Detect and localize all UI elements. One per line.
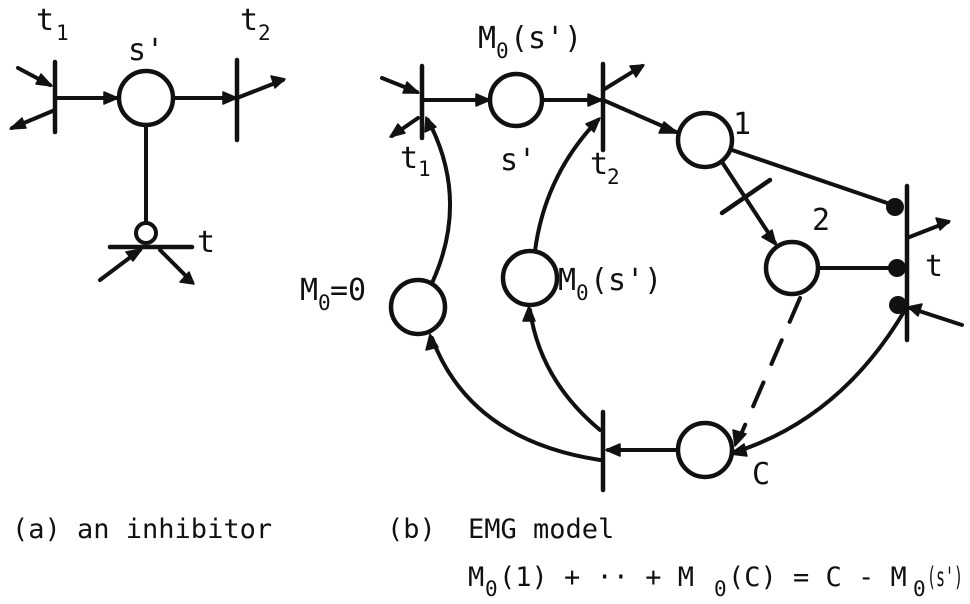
panel-b-t1-subscript: 1: [418, 157, 431, 181]
panel-b-place-2-label: 2: [812, 203, 830, 238]
panel-a-t-output-arrowhead: [179, 271, 195, 285]
panel-b-place-1: [675, 110, 735, 170]
equation-p1: M: [468, 562, 484, 593]
panel-b-t1-input-arrowhead: [402, 81, 420, 94]
panel-b-place1-to-place2-arrowhead: [761, 229, 777, 246]
panel-b-inhibitor-dot-1: [886, 198, 904, 216]
panel-b-s-to-t2-arrowhead: [587, 93, 603, 107]
equation-s1: 0: [485, 577, 498, 601]
equation-s3: 0: [913, 577, 926, 601]
panel-b-inhibitor-dot-3: [889, 296, 907, 314]
panel-a-s-prime-label: s': [128, 33, 164, 68]
panel-a-t2-label: t: [240, 3, 258, 38]
panel-b-t2-to-place1-arrowhead: [658, 121, 679, 134]
panel-a-inhibitor-circle: [134, 221, 158, 245]
panel-b-m0-mid-label: M: [558, 263, 576, 298]
panel-b-place-1-label: 1: [733, 107, 751, 142]
panel-b-place-2: [763, 239, 821, 297]
panel-a-t1-subscript: 1: [56, 21, 69, 45]
panel-a-t2-subscript: 2: [258, 21, 271, 45]
panel-a-t1-label: t: [36, 3, 54, 38]
panel-b-t-to-c-arc: [730, 308, 907, 455]
caption-b-label: (b): [387, 514, 436, 545]
equation-s2: 0: [714, 577, 727, 601]
panel-b-t2-label: t: [590, 147, 608, 182]
panel-b-m0-zero-val: =0: [330, 273, 366, 308]
panel-b-m0-zero-sub: 0: [318, 291, 331, 315]
panel-b-t1-label: t: [400, 141, 418, 176]
panel-b-place1-to-place2-arc: [720, 160, 777, 245]
panel-b-dashed-arc: [740, 296, 802, 434]
panel-b-place-m0-s-prime: [500, 248, 560, 308]
panel-a-t1-input-arrowhead: [35, 73, 53, 87]
panel-b-place-s-prime: [487, 71, 545, 129]
panel-a-t-input-arrowhead: [125, 248, 143, 262]
panel-b-left-to-t1-arc: [426, 118, 452, 285]
panel-a-t1-output-arrowhead: [9, 117, 27, 130]
panel-b-t-to-c-arrowhead: [729, 443, 748, 457]
equation-p4: (s'): [927, 562, 963, 593]
panel-b-m0-mid-arg: (s'): [590, 263, 662, 298]
panel-b-mid-to-t2-arrowhead: [585, 117, 601, 133]
panel-b-place-c: [675, 420, 735, 480]
panel-b-inhibitor-dot-2: [888, 259, 906, 277]
panel-b-mid-to-t2-arc: [533, 118, 600, 253]
panel-b-m0-zero-label: M: [300, 273, 318, 308]
panel-b-dashed-arrowhead: [732, 429, 747, 447]
panel-b-bottom-to-left-arc: [430, 336, 602, 462]
equation-p3: (C) = C - M: [728, 562, 907, 593]
panel-a-place-s-prime: [116, 68, 176, 128]
equation-p2: (1) + ·· + M: [499, 562, 694, 593]
panel-b-t1-to-s-arrowhead: [475, 93, 491, 107]
panel-a-s-to-t2-arrowhead: [222, 91, 238, 105]
panel-b-left-to-t1-arrowhead: [424, 116, 437, 133]
panel-b-bottom-to-left-arrowhead: [425, 333, 439, 351]
panel-b-t2-output-arrowhead: [629, 64, 645, 78]
panel-a-t-label: t: [197, 225, 215, 260]
panel-b-bottom-to-mid-arrowhead: [522, 305, 536, 322]
panel-b-t1-output-arrowhead: [389, 123, 406, 138]
panel-b-t-output-arrowhead: [935, 217, 951, 231]
panel-b-place1-inhibitor-arc: [730, 148, 892, 206]
panel-b-t-input-arrowhead: [907, 303, 923, 317]
panel-b-place-m0-zero: [388, 277, 448, 337]
panel-b-c-label: C: [752, 457, 770, 492]
panel-b-top-label: M: [478, 21, 496, 56]
panel-b-t2-subscript: 2: [607, 165, 620, 189]
caption-a: (a) an inhibitor: [12, 514, 272, 545]
panel-a-t2-output-arrowhead: [270, 75, 286, 89]
panel-b-top-label-sub: 0: [496, 39, 509, 63]
panel-a-inhibitor: t 1 t 2 s' t: [9, 3, 286, 285]
panel-a-t1-to-s-arrowhead: [103, 91, 119, 105]
panel-b-s-prime-label: s': [500, 143, 536, 178]
equation: M 0 (1) + ·· + M 0 (C) = C - M 0 (s'): [468, 562, 963, 601]
caption-b-text: EMG model: [468, 514, 614, 545]
panel-b-transition-1-2: [719, 177, 773, 216]
panel-b-emg-model: M 0 (s'): [300, 21, 964, 493]
panel-b-m0-mid-sub: 0: [576, 281, 589, 305]
panel-b-c-arrowhead: [605, 443, 621, 457]
panel-b-bottom-to-mid-arc: [528, 308, 602, 432]
panel-b-t-label: t: [925, 249, 943, 284]
panel-b-top-label-arg: (s'): [510, 21, 582, 56]
